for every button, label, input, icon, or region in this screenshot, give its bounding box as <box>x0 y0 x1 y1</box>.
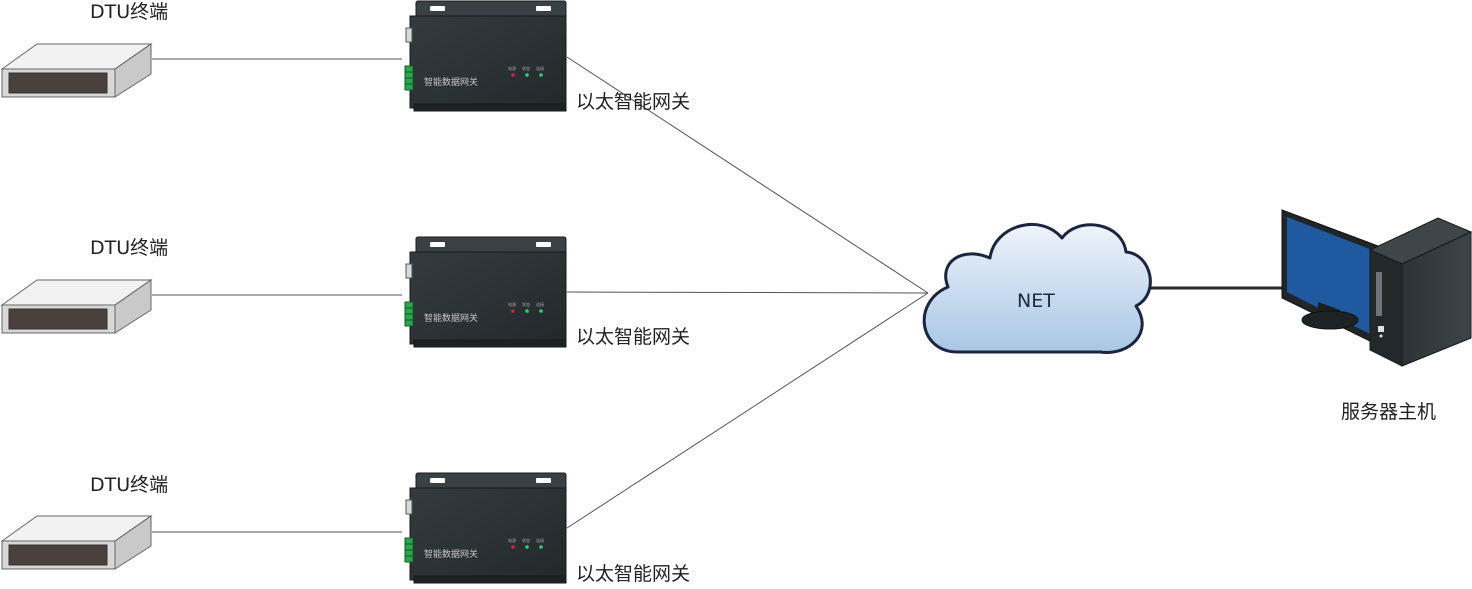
led-status <box>525 73 529 77</box>
led-link <box>539 73 543 77</box>
gateway-device-1: 智能数据网关 电源 状态 连接 <box>404 0 567 112</box>
dtu-label-3: DTU终端 <box>90 474 169 496</box>
led-label-status: 状态 <box>522 537 530 543</box>
led-label-link: 连接 <box>536 301 544 307</box>
dtu-label-2: DTU终端 <box>90 237 169 259</box>
led-label-status: 状态 <box>522 301 530 307</box>
gateway-device-3: 智能数据网关 电源 状态 连接 <box>404 472 567 584</box>
gateway-cloud-link-1 <box>566 56 929 294</box>
cloud-label: NET <box>1017 290 1055 312</box>
monitor-icon <box>1281 209 1379 345</box>
gateway-label-1: 以太智能网关 <box>576 91 691 113</box>
gateway-panel-text: 智能数据网关 <box>424 312 478 324</box>
led-label-power: 电源 <box>508 65 516 71</box>
connection-lines <box>152 56 929 533</box>
gateway-label-2: 以太智能网关 <box>576 326 691 348</box>
led-power <box>511 73 515 77</box>
led-label-status: 状态 <box>522 65 530 71</box>
led-link <box>539 309 543 313</box>
led-link <box>539 545 543 549</box>
led-label-power: 电源 <box>508 537 516 543</box>
gateway-device-2: 智能数据网关 电源 状态 连接 <box>404 236 567 348</box>
gateway-cloud-link-3 <box>566 292 929 529</box>
gateway-label-3: 以太智能网关 <box>576 563 691 585</box>
led-power <box>511 309 515 313</box>
gateway-panel-text: 智能数据网关 <box>424 548 478 560</box>
led-label-link: 连接 <box>536 65 544 71</box>
led-status <box>525 309 529 313</box>
led-status <box>525 545 529 549</box>
led-label-link: 连接 <box>536 537 544 543</box>
led-label-power: 电源 <box>508 301 516 307</box>
cloud-icon <box>922 222 1152 354</box>
led-power <box>511 545 515 549</box>
dtu-terminal-2 <box>0 279 153 334</box>
dtu-terminal-1 <box>0 43 153 98</box>
gateway-cloud-link-2 <box>566 291 929 294</box>
gateway-panel-text: 智能数据网关 <box>424 76 478 88</box>
dtu-label-1: DTU终端 <box>90 1 169 23</box>
dtu-terminal-3 <box>0 515 153 570</box>
server-tower-icon <box>1368 217 1472 367</box>
server-label: 服务器主机 <box>1341 401 1437 423</box>
